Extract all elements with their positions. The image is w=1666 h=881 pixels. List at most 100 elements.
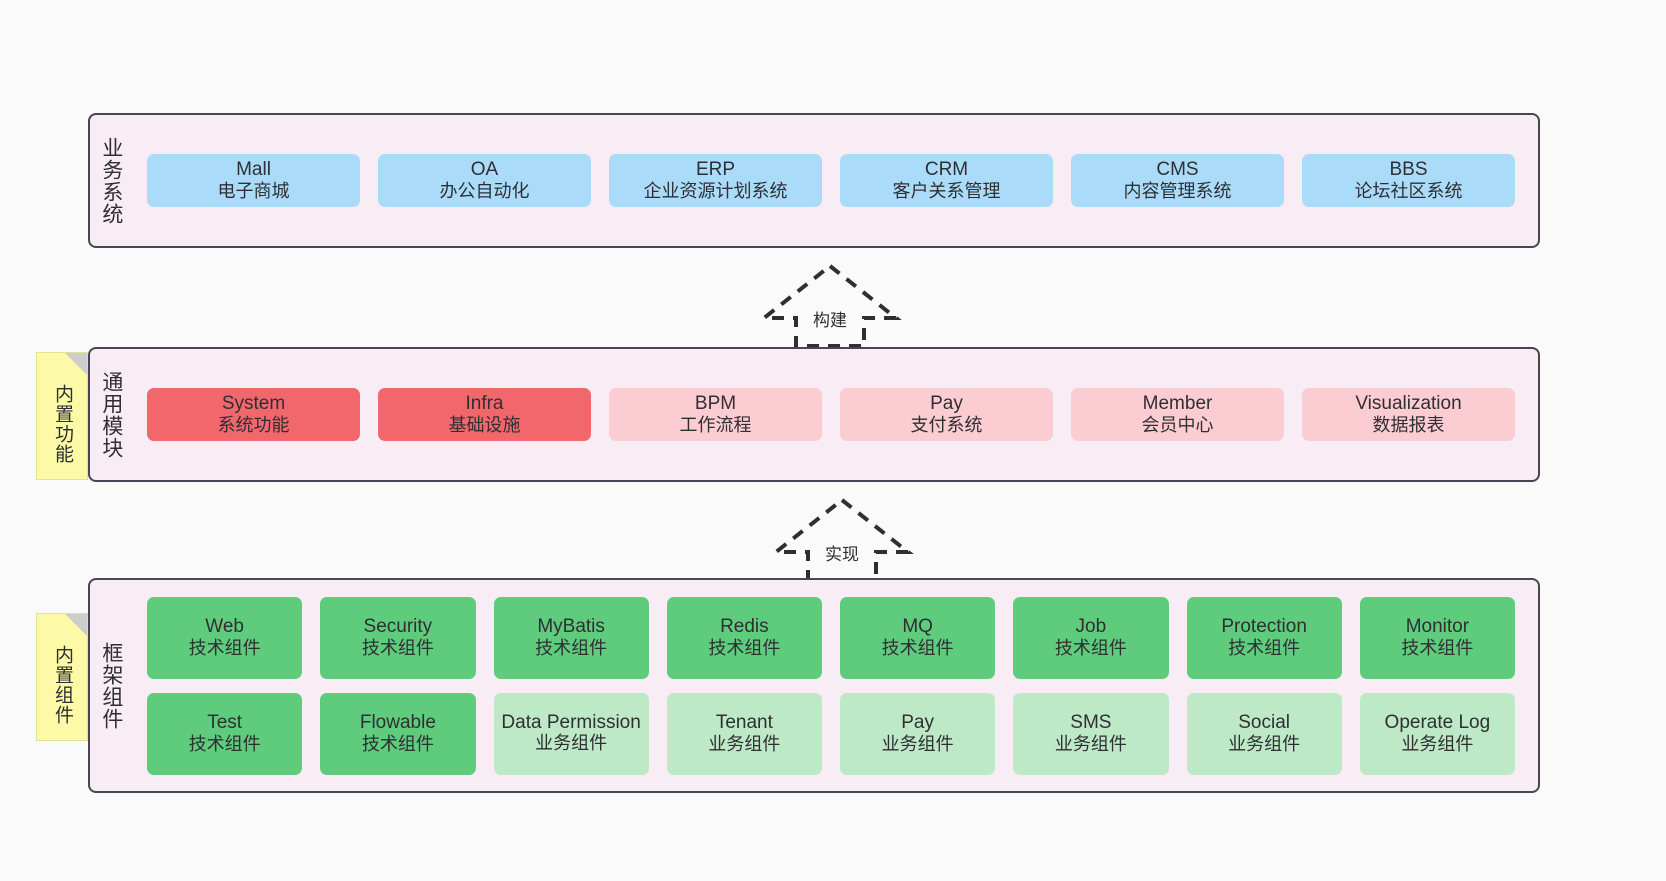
cell-title-cn: 支付系统 [910, 415, 983, 436]
cell-title-cn: 会员中心 [1141, 415, 1214, 436]
cell-title-en: Pay [901, 711, 934, 733]
note-fold-corner-icon [65, 614, 87, 636]
cell-member[interactable]: Member 会员中心 [1071, 387, 1284, 442]
cell-title-en: Flowable [359, 711, 436, 733]
cell-pay-business[interactable]: Pay 业务组件 [840, 692, 996, 775]
cell-social[interactable]: Social 业务组件 [1186, 692, 1342, 775]
cell-erp[interactable]: ERP 企业资源计划系统 [609, 153, 822, 208]
cell-title-cn: 技术组件 [361, 734, 434, 755]
cell-title-cn: 工作流程 [679, 415, 752, 436]
cell-title-en: Redis [720, 615, 769, 637]
cell-sms[interactable]: SMS 业务组件 [1013, 692, 1169, 775]
cell-title-cn: 技术组件 [1228, 638, 1301, 659]
cell-bbs[interactable]: BBS 论坛社区系统 [1302, 153, 1515, 208]
cell-infra[interactable]: Infra 基础设施 [378, 387, 591, 442]
cell-title-cn: 技术组件 [881, 638, 954, 659]
cell-title-en: BPM [694, 392, 737, 414]
layer-body-business-systems: Mall 电子商城 OA 办公自动化 ERP 企业资源计划系统 CRM 客户关系… [132, 115, 1538, 246]
cell-title-cn: 论坛社区系统 [1354, 181, 1463, 202]
cell-title-cn: 办公自动化 [439, 181, 530, 202]
cell-visualization[interactable]: Visualization 数据报表 [1302, 387, 1515, 442]
cell-title-en: Pay [930, 392, 963, 414]
cell-title-en: Social [1238, 711, 1290, 733]
cell-title-en: ERP [695, 158, 736, 180]
cell-mybatis[interactable]: MyBatis 技术组件 [493, 596, 649, 679]
cell-title-cn: 系统功能 [217, 415, 290, 436]
cell-monitor[interactable]: Monitor 技术组件 [1359, 596, 1515, 679]
cell-title-en: Security [363, 615, 433, 637]
cell-web[interactable]: Web 技术组件 [147, 596, 303, 679]
cell-title-cn: 技术组件 [361, 638, 434, 659]
cell-title-en: Operate Log [1384, 711, 1491, 733]
cell-title-en: Data Permission [501, 711, 641, 733]
cell-title-cn: 内容管理系统 [1123, 181, 1232, 202]
cell-title-cn: 技术组件 [1054, 638, 1127, 659]
cell-title-cn: 业务组件 [1054, 734, 1127, 755]
layer-body-framework-components: Web 技术组件 Security 技术组件 MyBatis 技术组件 Redi… [132, 580, 1538, 791]
cell-title-cn: 技术组件 [708, 638, 781, 659]
cell-test[interactable]: Test 技术组件 [147, 692, 303, 775]
layer-business-systems[interactable]: 业务系统 Mall 电子商城 OA 办公自动化 ERP 企业资源计划系统 CRM… [88, 113, 1540, 248]
cell-title-cn: 业务组件 [1228, 734, 1301, 755]
cell-title-cn: 技术组件 [188, 638, 261, 659]
cell-data-permission[interactable]: Data Permission 业务组件 [493, 692, 649, 775]
cell-title-en: Job [1075, 615, 1107, 637]
implement-arrow-label: 实现 [825, 545, 859, 564]
cell-job[interactable]: Job 技术组件 [1013, 596, 1169, 679]
cell-title-en: Web [205, 615, 244, 637]
cell-tenant[interactable]: Tenant 业务组件 [666, 692, 822, 775]
cell-title-en: Mall [236, 158, 271, 180]
cell-protection[interactable]: Protection 技术组件 [1186, 596, 1342, 679]
cell-title-cn: 业务组件 [1401, 734, 1474, 755]
cell-title-en: MyBatis [537, 615, 605, 637]
cell-system[interactable]: System 系统功能 [147, 387, 360, 442]
cell-title-en: System [221, 392, 286, 414]
cell-bpm[interactable]: BPM 工作流程 [609, 387, 822, 442]
cell-title-cn: 技术组件 [1401, 638, 1474, 659]
cell-title-en: CRM [924, 158, 969, 180]
cell-cms[interactable]: CMS 内容管理系统 [1071, 153, 1284, 208]
cell-flowable[interactable]: Flowable 技术组件 [320, 692, 476, 775]
cell-title-en: Visualization [1355, 392, 1462, 414]
implement-arrow: 实现 [770, 496, 914, 582]
note-builtin-components: 内置组件 [36, 613, 88, 741]
cell-title-cn: 业务组件 [535, 733, 608, 754]
cell-title-cn: 技术组件 [188, 734, 261, 755]
note-label: 内置功能 [51, 384, 73, 464]
cell-mall[interactable]: Mall 电子商城 [147, 153, 360, 208]
note-builtin-features: 内置功能 [36, 352, 88, 480]
cell-title-en: SMS [1070, 711, 1112, 733]
cell-oa[interactable]: OA 办公自动化 [378, 153, 591, 208]
cell-title-cn: 客户关系管理 [892, 181, 1001, 202]
cell-title-cn: 技术组件 [535, 638, 608, 659]
note-label: 内置组件 [51, 645, 73, 725]
note-fold-corner-icon [65, 353, 87, 375]
cell-title-cn: 企业资源计划系统 [643, 181, 788, 202]
cell-pay[interactable]: Pay 支付系统 [840, 387, 1053, 442]
cell-title-cn: 基础设施 [448, 415, 521, 436]
layer-body-common-modules: System 系统功能 Infra 基础设施 BPM 工作流程 Pay 支付系统… [132, 349, 1538, 480]
layer-label-framework-components: 框架组件 [99, 641, 123, 730]
cell-redis[interactable]: Redis 技术组件 [666, 596, 822, 679]
cell-title-en: Infra [465, 392, 504, 414]
cell-title-cn: 数据报表 [1372, 415, 1445, 436]
cell-title-en: BBS [1389, 158, 1428, 180]
cell-crm[interactable]: CRM 客户关系管理 [840, 153, 1053, 208]
cell-title-en: Member [1142, 392, 1213, 414]
build-arrow-label: 构建 [813, 311, 847, 330]
cell-security[interactable]: Security 技术组件 [320, 596, 476, 679]
framework-row-business: Test 技术组件 Flowable 技术组件 Data Permission … [138, 692, 1524, 775]
cell-mq[interactable]: MQ 技术组件 [840, 596, 996, 679]
build-arrow: 构建 [758, 262, 902, 348]
cell-title-en: Monitor [1405, 615, 1470, 637]
cell-title-en: MQ [902, 615, 933, 637]
cell-operate-log[interactable]: Operate Log 业务组件 [1359, 692, 1515, 775]
layer-label-business-systems: 业务系统 [99, 136, 123, 225]
framework-row-technical: Web 技术组件 Security 技术组件 MyBatis 技术组件 Redi… [138, 596, 1524, 679]
layer-common-modules[interactable]: 通用模块 System 系统功能 Infra 基础设施 BPM 工作流程 Pay… [88, 347, 1540, 482]
layer-label-common-modules: 通用模块 [99, 370, 123, 459]
cell-title-cn: 电子商城 [217, 181, 290, 202]
cell-title-en: OA [470, 158, 499, 180]
layer-framework-components[interactable]: 框架组件 Web 技术组件 Security 技术组件 MyBatis 技术组件… [88, 578, 1540, 793]
cell-title-en: Protection [1221, 615, 1307, 637]
